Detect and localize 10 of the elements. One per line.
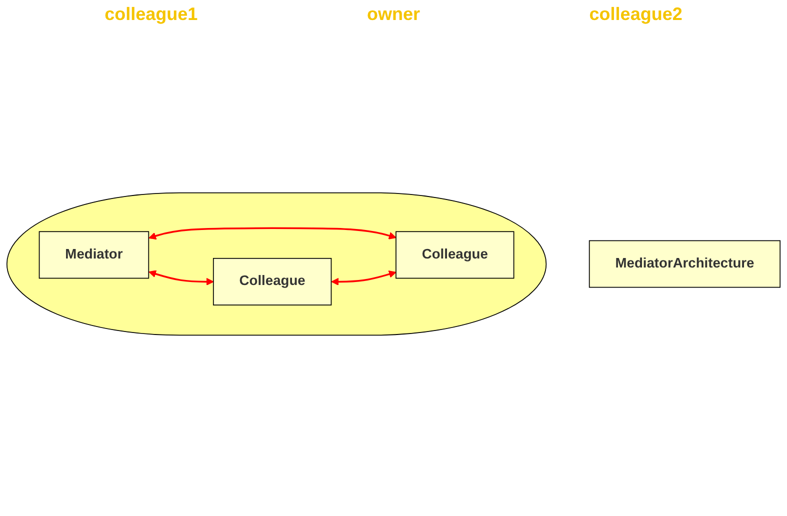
arrow: [148, 227, 396, 240]
region-label: owner: [366, 4, 420, 25]
arrow: [331, 270, 396, 286]
node-box: Mediator: [38, 231, 150, 279]
region-label: colleague1: [104, 4, 198, 25]
arrow: [148, 270, 214, 286]
node-box: Colleague: [396, 231, 514, 279]
node-box: Colleague: [212, 258, 332, 306]
region-label: colleague2: [589, 4, 682, 25]
node-box: MediatorArchitecture: [588, 240, 781, 288]
